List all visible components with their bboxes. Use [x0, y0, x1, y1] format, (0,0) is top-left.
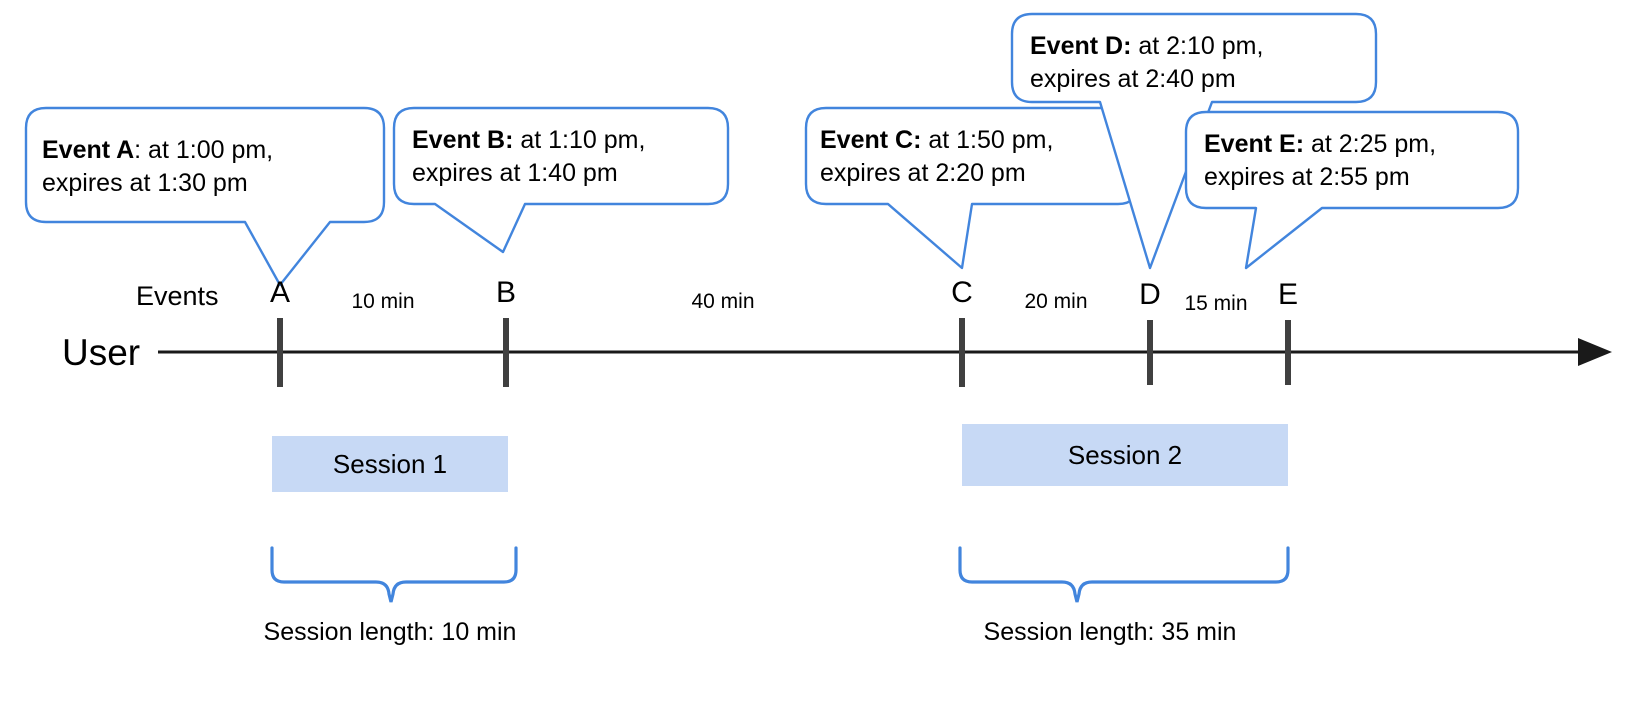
callout-text-event-c: Event C: at 1:50 pm, expires at 2:20 pm: [820, 124, 1053, 190]
callout-bubble-event-e: [1184, 110, 1520, 270]
tick-letter-c: C: [951, 276, 973, 309]
brace-session-1: [270, 546, 518, 603]
callout-line2-event-d: expires at 2:40 pm: [1030, 65, 1236, 93]
session-bar-2-label: Session 2: [1067, 439, 1183, 470]
callout-bubble-event-a: [24, 106, 386, 287]
session-bar-1: Session 1: [272, 436, 508, 492]
axis-label-user: User: [62, 332, 141, 373]
callout-bold-event-c: Event C:: [820, 126, 922, 154]
session-caption-1: Session length: 10 min: [263, 618, 517, 646]
callout-line2-event-e: expires at 2:55 pm: [1204, 163, 1410, 191]
callout-rest-event-d: at 2:10 pm,: [1131, 32, 1264, 60]
tick-letter-e: E: [1277, 278, 1298, 311]
tick-letter-a: A: [269, 276, 290, 309]
callout-rest-event-a: : at 1:00 pm,: [134, 136, 274, 164]
tick-letter-d: D: [1139, 278, 1161, 311]
timeline-axis: [158, 338, 1612, 366]
session-bar-2: Session 2: [962, 424, 1288, 486]
session-bar-1-label: Session 1: [332, 448, 448, 479]
arrow-right-icon: [1578, 338, 1612, 366]
callout-line2-event-c: expires at 2:20 pm: [820, 159, 1026, 187]
gap-label-a-b: 10 min: [351, 290, 415, 313]
callout-text-event-a: Event A: at 1:00 pm, expires at 1:30 pm: [42, 134, 273, 200]
gap-label-d-e: 15 min: [1184, 292, 1248, 315]
session-caption-2: Session length: 35 min: [983, 618, 1237, 646]
callout-rest-event-c: at 1:50 pm,: [921, 126, 1054, 154]
callout-rest-event-b: at 1:10 pm,: [513, 126, 646, 154]
tick-letter-b: B: [495, 276, 516, 309]
callout-bold-event-d: Event D:: [1030, 32, 1132, 60]
callout-bold-event-e: Event E:: [1204, 130, 1305, 158]
callout-text-event-b: Event B: at 1:10 pm, expires at 1:40 pm: [412, 124, 645, 190]
callout-text-event-e: Event E: at 2:25 pm, expires at 2:55 pm: [1204, 128, 1436, 194]
callout-bold-event-b: Event B:: [412, 126, 514, 154]
gap-label-c-d: 20 min: [1024, 290, 1088, 313]
timeline-ticks: [277, 318, 1291, 387]
callout-bubble-event-b: [392, 106, 730, 254]
brace-session-2: [958, 546, 1290, 603]
callout-rest-event-e: at 2:25 pm,: [1304, 130, 1437, 158]
axis-label-events: Events: [136, 281, 219, 311]
callout-line2-event-a: expires at 1:30 pm: [42, 169, 248, 197]
callout-line2-event-b: expires at 1:40 pm: [412, 159, 618, 187]
gap-label-b-c: 40 min: [691, 290, 755, 313]
callout-text-event-d: Event D: at 2:10 pm, expires at 2:40 pm: [1030, 30, 1263, 96]
callout-bold-event-a: Event A: [42, 136, 135, 164]
